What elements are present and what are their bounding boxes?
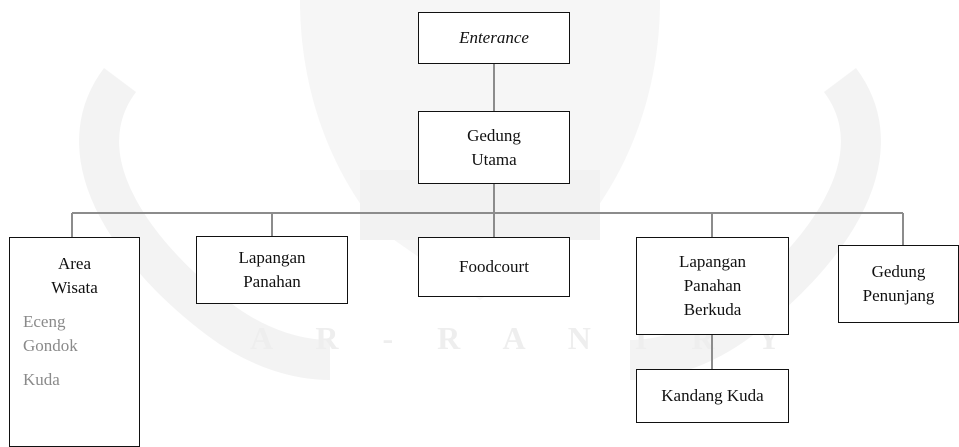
node-area-wisata-line2: Wisata <box>51 278 98 297</box>
node-gedung-utama: Gedung Utama <box>418 111 570 184</box>
node-lapangan-panahan-line1: Lapangan <box>238 248 306 267</box>
node-gedung-penunjang: Gedung Penunjang <box>838 245 959 323</box>
node-gedung-penunjang-line2: Penunjang <box>862 286 935 305</box>
node-lapangan-panahan: Lapangan Panahan <box>196 236 348 304</box>
node-area-wisata: Area Wisata Eceng Gondok Kuda <box>9 237 140 447</box>
node-gedung-penunjang-line1: Gedung <box>871 262 926 281</box>
area-wisata-item-kuda: Kuda <box>23 370 60 389</box>
node-gedung-utama-line1: Gedung <box>467 125 521 145</box>
node-entrance-label: Enterance <box>459 28 529 47</box>
node-lapangan-panahan-berkuda: Lapangan Panahan Berkuda <box>636 237 789 335</box>
area-wisata-item-gondok: Gondok <box>23 336 78 355</box>
area-wisata-item-eceng: Eceng <box>23 312 66 331</box>
node-entrance: Enterance <box>418 12 570 64</box>
node-lapangan-panahan-line2: Panahan <box>243 272 301 291</box>
node-foodcourt-label: Foodcourt <box>459 257 529 276</box>
connector-lines <box>71 64 904 369</box>
node-kandang-kuda: Kandang Kuda <box>636 369 789 423</box>
node-lapangan-berkuda-line3: Berkuda <box>683 300 742 319</box>
node-gedung-utama-line2: Utama <box>471 149 517 169</box>
node-lapangan-berkuda-line1: Lapangan <box>678 252 747 271</box>
node-foodcourt: Foodcourt <box>418 237 570 297</box>
node-kandang-kuda-label: Kandang Kuda <box>661 386 764 405</box>
node-lapangan-berkuda-line2: Panahan <box>683 276 742 295</box>
node-area-wisata-line1: Area <box>57 254 92 273</box>
